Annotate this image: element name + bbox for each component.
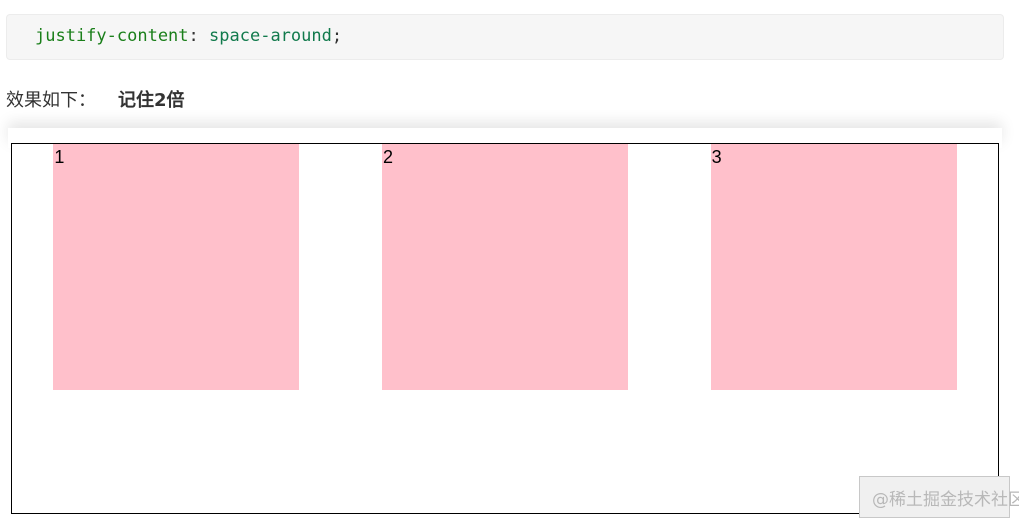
flex-item-1: 1: [53, 144, 300, 390]
code-colon: :: [188, 26, 199, 46]
watermark-overlay: @稀土掘金技术社区: [859, 476, 1019, 518]
caption-emphasis: 记住2倍: [118, 90, 185, 111]
flex-item-2: 2: [381, 144, 628, 390]
code-block: justify-content: space-around;: [6, 14, 1004, 60]
watermark-text: @稀土掘金技术社区: [872, 489, 1019, 510]
code-property: justify-content: [35, 26, 189, 46]
caption-text: 效果如下：: [6, 90, 96, 111]
caption: 效果如下： 记住2倍: [6, 86, 185, 112]
flex-item-3: 3: [710, 144, 957, 390]
code-value: space-around: [209, 26, 332, 46]
code-semicolon: ;: [331, 26, 343, 46]
flex-container-demo: 1 2 3: [11, 143, 999, 514]
